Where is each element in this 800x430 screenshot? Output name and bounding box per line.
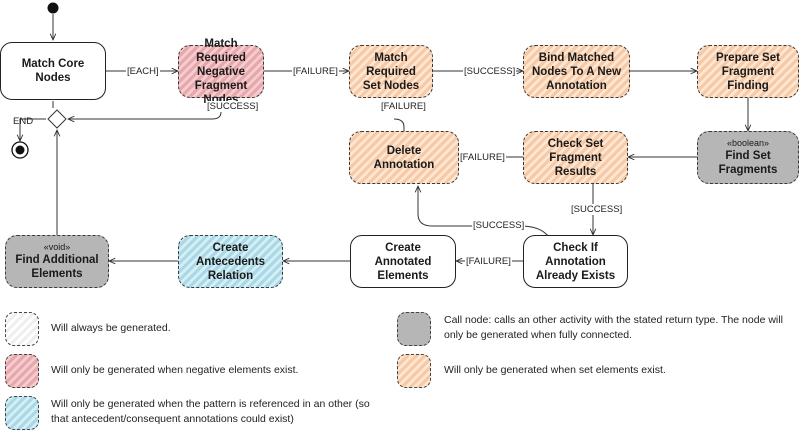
edge-label-end: END xyxy=(13,116,34,127)
legend-text-grey: Call node: calls an other activity with … xyxy=(444,314,783,341)
initial-node xyxy=(47,2,59,14)
merge-node xyxy=(47,109,67,129)
edge-label-success-3: [SUCCESS] xyxy=(570,204,624,215)
node-match-negative: Match Required Negative Fragment Nodes xyxy=(178,38,264,106)
edge-end xyxy=(20,118,46,141)
edge-label-each: [EACH] xyxy=(126,66,160,77)
node-find-set-label: Find Set Fragments xyxy=(718,150,778,176)
node-find-set-stereotype: «boolean» xyxy=(726,138,770,148)
edge-label-success-1: [SUCCESS] xyxy=(463,66,517,77)
edge-failure-2 xyxy=(393,118,405,131)
node-delete-annotation: Delete Annotation xyxy=(349,131,459,184)
edge-label-success-4: [SUCCESS] xyxy=(472,220,526,231)
node-prepare-set-label: Prepare Set Fragment Finding xyxy=(716,51,780,92)
node-create-antecedents-label: Create Antecedents Relation xyxy=(195,241,266,282)
node-match-core-label: Match Core Nodes xyxy=(21,58,85,84)
node-find-additional: «void» Find Additional Elements xyxy=(5,235,109,288)
edge-success-4 xyxy=(418,186,549,237)
legend-swatch-orange xyxy=(397,354,431,388)
node-prepare-set: Prepare Set Fragment Finding xyxy=(697,45,799,98)
legend-text-orange: Will only be generated when set elements… xyxy=(444,364,666,376)
node-delete-annotation-label: Delete Annotation xyxy=(373,144,435,171)
node-bind-matched: Bind Matched Nodes To A New Annotation xyxy=(523,45,630,98)
legend-swatch-blue xyxy=(5,396,39,430)
node-match-negative-label: Match Required Negative Fragment Nodes xyxy=(194,37,248,106)
node-check-exists-label: Check If Annotation Already Exists xyxy=(535,241,616,282)
node-find-additional-label: Find Additional Elements xyxy=(15,254,99,280)
node-check-set-results: Check Set Fragment Results xyxy=(523,131,628,184)
edge-success-2 xyxy=(68,97,222,119)
legend-swatch-pink xyxy=(5,354,39,388)
edge-label-success-2: [SUCCESS] xyxy=(206,101,260,112)
node-bind-matched-label: Bind Matched Nodes To A New Annotation xyxy=(531,51,622,92)
edge-label-failure-2: [FAILURE] xyxy=(380,101,427,112)
legend-text-blue: Will only be generated when the pattern … xyxy=(51,398,370,425)
legend-text-pink: Will only be generated when negative ele… xyxy=(51,364,299,376)
node-find-set: «boolean» Find Set Fragments xyxy=(697,131,799,184)
node-create-antecedents: Create Antecedents Relation xyxy=(178,235,283,288)
final-node-inner xyxy=(15,145,25,155)
legend-text-white: Will always be generated. xyxy=(51,322,171,334)
node-check-set-results-label: Check Set Fragment Results xyxy=(547,137,604,178)
edge-label-failure-4: [FAILURE] xyxy=(465,256,512,267)
legend-swatch-grey xyxy=(397,312,431,346)
node-check-exists: Check If Annotation Already Exists xyxy=(523,235,628,288)
node-find-additional-stereotype: «void» xyxy=(43,242,71,252)
node-create-annotated: Create Annotated Elements xyxy=(350,235,456,288)
node-match-set: Match Required Set Nodes xyxy=(349,45,433,98)
edge-label-failure-1: [FAILURE] xyxy=(292,66,339,77)
legend-swatch-white xyxy=(5,312,39,346)
node-match-set-label: Match Required Set Nodes xyxy=(362,51,420,92)
node-match-core: Match Core Nodes xyxy=(0,42,106,100)
node-create-annotated-label: Create Annotated Elements xyxy=(374,241,432,282)
edge-label-failure-3: [FAILURE] xyxy=(459,152,506,163)
